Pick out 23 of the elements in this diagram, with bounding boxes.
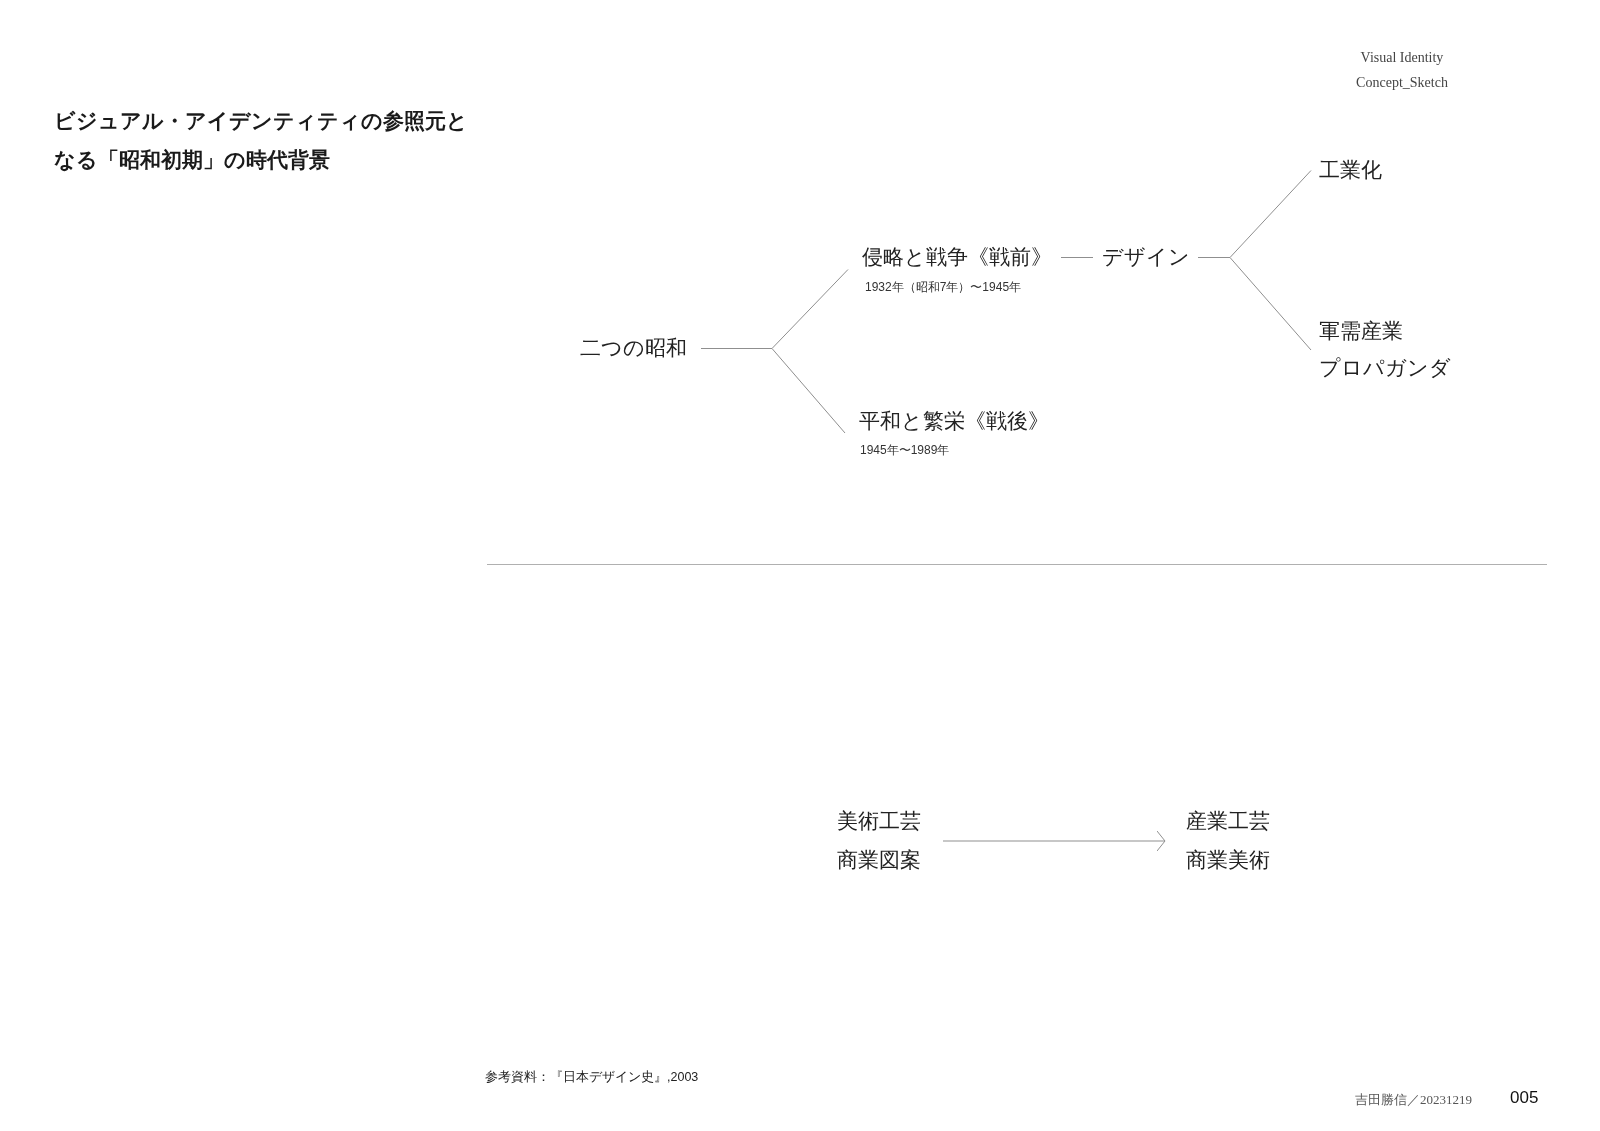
header-text: Visual Identity	[1360, 49, 1444, 67]
topic-text: 二つの昭和	[580, 335, 687, 362]
header-text: Concept_Sketch	[1356, 74, 1448, 92]
branch-line	[700, 348, 846, 434]
topic-text: 商業図案	[837, 847, 921, 874]
topic-text: 侵略と戦争《戦前》	[862, 244, 1052, 271]
date-range-text: 1945年〜1989年	[860, 443, 950, 458]
page-title: ビジュアル・アイデンティティの参照元となる「昭和初期」の時代背景	[54, 108, 469, 174]
date-range-text: 1932年（昭和7年）〜1945年	[865, 280, 1022, 295]
page-number: 005	[1510, 1087, 1539, 1109]
arrow	[942, 830, 1166, 852]
topic-text: 産業工芸	[1186, 808, 1270, 835]
credit-text: 吉田勝信／20231219	[1355, 1090, 1472, 1108]
topic-text: 商業美術	[1186, 847, 1270, 874]
topic-text: 軍需産業	[1319, 318, 1403, 345]
branch-line	[1197, 257, 1312, 351]
topic-text: 工業化	[1319, 157, 1382, 184]
topic-text: デザイン	[1102, 244, 1190, 271]
topic-text: 平和と繁栄《戦後》	[859, 408, 1049, 435]
topic-text: 美術工芸	[837, 808, 921, 835]
reference-note: 参考資料：『日本デザイン史』,2003	[485, 1069, 699, 1085]
topic-text: プロパガンダ	[1319, 355, 1451, 382]
branch-line	[1060, 257, 1094, 258]
